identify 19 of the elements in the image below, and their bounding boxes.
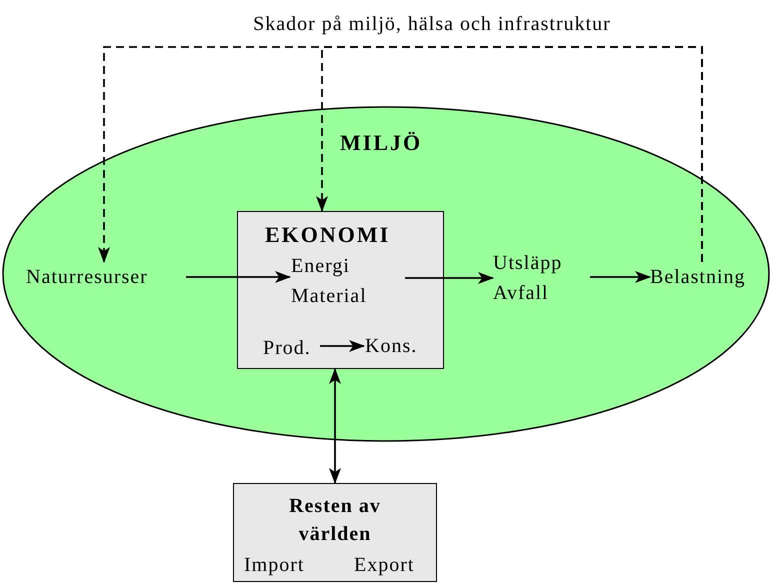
node-label: Kons. — [365, 331, 437, 361]
node-label: Naturresurser — [26, 262, 186, 292]
node-label: Energi Material — [291, 251, 406, 311]
dashed-arrow — [98, 46, 703, 263]
world-box — [233, 483, 437, 582]
node-label: Prod. — [263, 333, 321, 363]
box-heading: Resten av världen — [288, 494, 382, 547]
box-text: Export — [354, 553, 414, 578]
economy-box — [237, 211, 444, 369]
node-label: Utsläpp Avfall — [493, 248, 590, 308]
arrow — [590, 271, 651, 283]
arrow — [186, 271, 291, 283]
arrow — [320, 340, 365, 352]
node-label: Belastning — [650, 262, 770, 292]
arrow — [329, 368, 341, 484]
box-text: Import — [244, 553, 304, 578]
box-heading: EKONOMI — [265, 221, 390, 249]
region-heading: MILJÖ — [340, 129, 422, 157]
arrow — [405, 272, 494, 284]
